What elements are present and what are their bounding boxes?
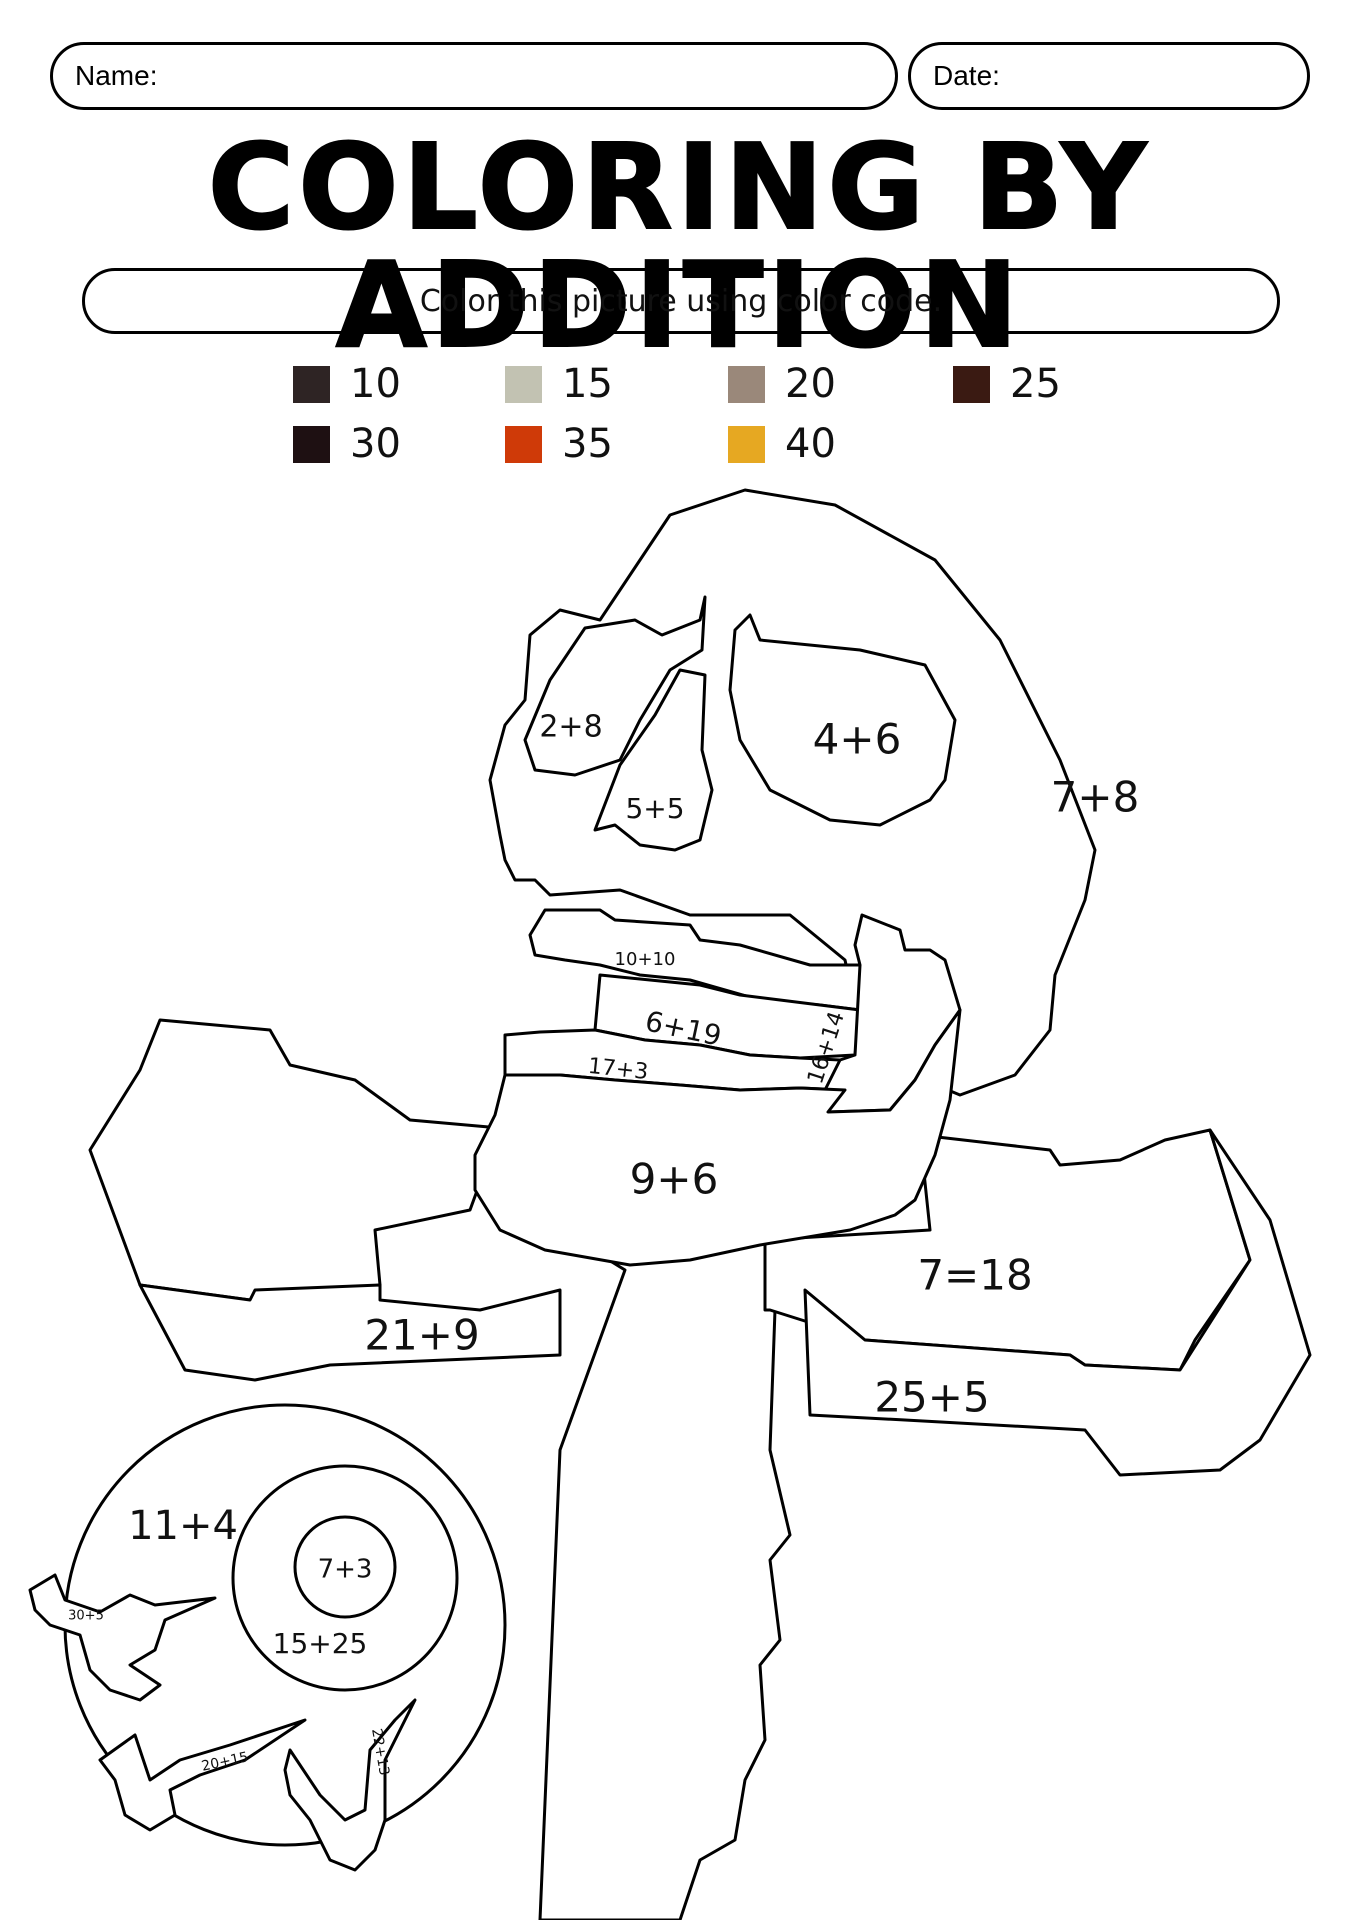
region-label-eyeball: 11+4 <box>128 1503 238 1549</box>
region-label-jaw: 9+6 <box>630 1155 719 1204</box>
region-bone-right-lower[interactable] <box>803 1128 1312 1477</box>
region-label-right-eye-socket: 4+6 <box>813 715 902 764</box>
region-vein-bottom[interactable] <box>98 1718 307 1832</box>
name-label: Name: <box>75 60 158 91</box>
region-label-iris: 15+25 <box>273 1627 368 1660</box>
region-left-eye-socket[interactable] <box>523 595 707 777</box>
region-label-left-eye-socket: 2+8 <box>539 710 602 745</box>
page-title: COLORING BY ADDITION <box>207 118 1151 374</box>
legend-value: 30 <box>350 421 401 467</box>
instruction-text: Color this picture using color code. <box>419 283 943 319</box>
region-label-skull: 7+8 <box>1051 773 1140 822</box>
region-vein-right[interactable] <box>283 1698 417 1872</box>
legend-value: 20 <box>785 361 836 407</box>
legend-value: 40 <box>785 421 836 467</box>
region-label-nose: 5+5 <box>625 792 684 825</box>
legend-item-25: 25 <box>953 361 1061 407</box>
legend-item-15: 15 <box>505 361 613 407</box>
legend-value: 15 <box>562 361 613 407</box>
legend-swatch <box>728 425 765 463</box>
legend-swatch <box>728 365 765 403</box>
region-vein-left[interactable] <box>28 1573 217 1702</box>
legend-item-10: 10 <box>293 361 401 407</box>
legend-value: 35 <box>562 421 613 467</box>
legend-value: 25 <box>1010 361 1061 407</box>
region-label-bone-left-lower: 21+9 <box>364 1311 479 1360</box>
region-bone-left-upper[interactable] <box>88 1018 502 1302</box>
region-label-pupil: 7+3 <box>318 1555 373 1585</box>
legend-item-20: 20 <box>728 361 836 407</box>
legend-item-30: 30 <box>293 421 401 467</box>
legend-value: 10 <box>350 361 401 407</box>
legend-swatch <box>505 365 542 403</box>
region-label-vein-left: 30+5 <box>68 1609 104 1624</box>
instruction-box: Color this picture using color code. <box>82 268 1280 334</box>
legend-item-35: 35 <box>505 421 613 467</box>
legend-swatch <box>505 425 542 463</box>
region-nose[interactable] <box>593 668 714 852</box>
legend-swatch <box>953 365 990 403</box>
region-jaw[interactable] <box>473 1008 962 1267</box>
region-label-upper-teeth: 10+10 <box>615 949 676 970</box>
legend-item-40: 40 <box>728 421 836 467</box>
legend-swatch <box>293 365 330 403</box>
date-field[interactable]: Date: <box>908 42 1310 110</box>
name-field[interactable]: Name: <box>50 42 898 110</box>
region-pupil[interactable] <box>293 1515 397 1619</box>
region-bone-left-lower[interactable] <box>138 1283 562 1382</box>
date-label: Date: <box>933 60 1000 91</box>
region-right-eye-socket[interactable] <box>728 613 957 827</box>
region-label-bone-right-lower: 25+5 <box>874 1373 989 1422</box>
region-label-bone-right-upper: 7=18 <box>917 1251 1032 1300</box>
legend-swatch <box>293 425 330 463</box>
